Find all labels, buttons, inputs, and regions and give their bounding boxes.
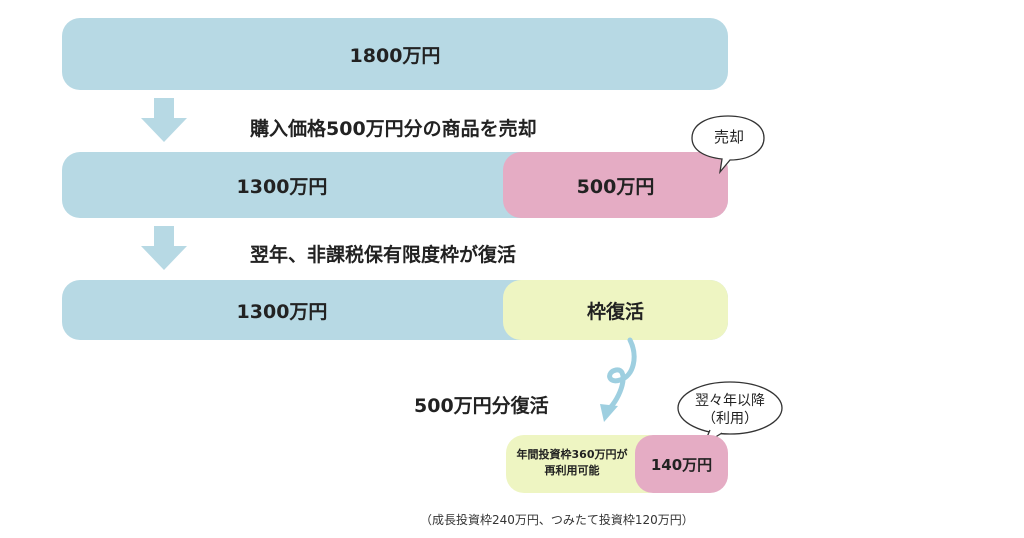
footnote: （成長投資枠240万円、つみたて投資枠120万円）: [420, 513, 694, 527]
used-value: 140万円: [650, 455, 713, 474]
sold-value: 500万円: [576, 175, 655, 198]
step2-text: 翌年、非課税保有限度枠が復活: [250, 244, 517, 266]
restored-label: 枠復活: [586, 300, 644, 323]
speech-bubble-sell: [691, 115, 765, 174]
restored-segment: 枠復活: [503, 280, 728, 340]
step1-text: 購入価格500万円分の商品を売却: [250, 118, 537, 140]
remaining-value: 1300万円: [236, 175, 328, 198]
remaining-value-2: 1300万円: [236, 300, 328, 323]
total-value: 1800万円: [349, 44, 441, 67]
sold-segment: 500万円: [503, 152, 728, 218]
restore-text: 500万円分復活: [414, 395, 549, 417]
annual-frame-text: 年間投資枠360万円が 再利用可能: [516, 448, 628, 477]
curly-arrow-icon: [600, 337, 637, 422]
used-segment: 140万円: [635, 435, 728, 493]
bubble-later-text: 翌々年以降 （利用）: [695, 393, 765, 427]
down-arrow-icon: [141, 226, 187, 270]
total-bar: 1800万円: [62, 18, 728, 90]
bubble-sell-text: 売却: [713, 128, 744, 146]
down-arrow-icon: [141, 98, 187, 142]
